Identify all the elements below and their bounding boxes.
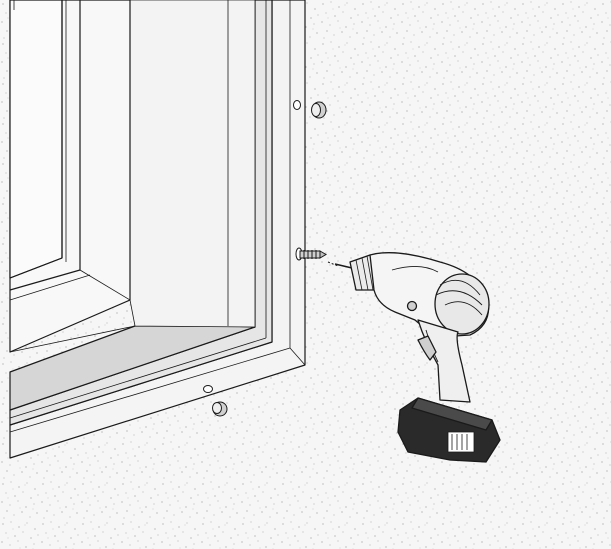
interior-wall — [129, 0, 256, 328]
motion-line — [327, 261, 339, 267]
cordless-drill-icon — [334, 252, 501, 463]
wall-plug-icon — [311, 101, 327, 119]
screw-icon — [295, 247, 327, 261]
hole-icon — [293, 100, 301, 110]
window-glass — [9, 0, 63, 279]
window-frame — [9, 0, 306, 459]
hole-icon — [203, 385, 213, 393]
wall-plug-icon — [212, 401, 228, 417]
